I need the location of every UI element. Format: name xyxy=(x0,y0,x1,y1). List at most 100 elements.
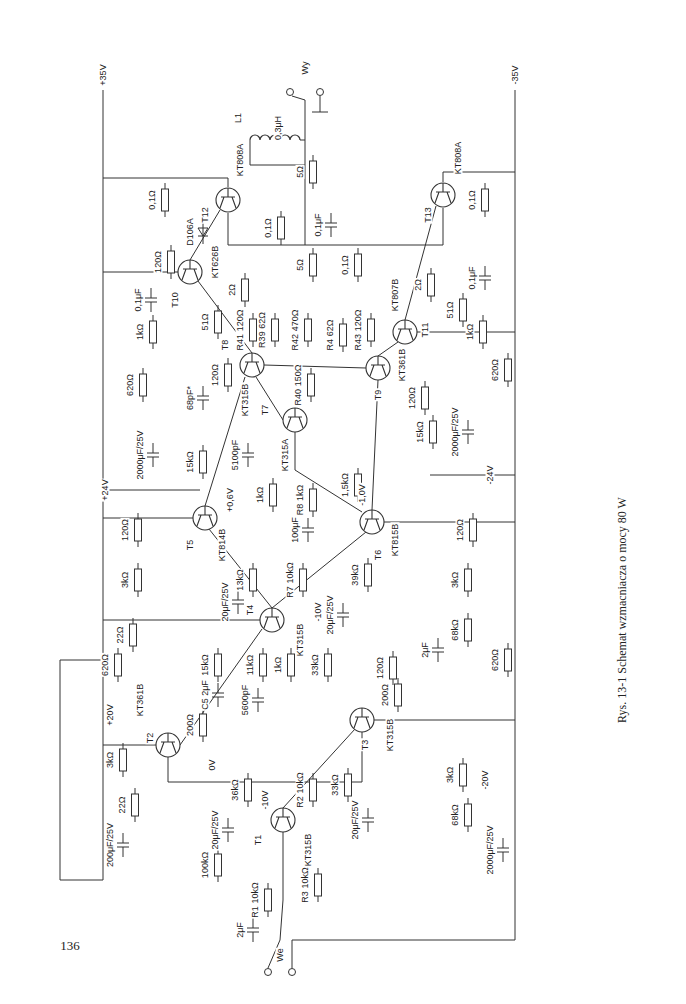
component-label: 200Ω xyxy=(186,713,195,737)
resistor-symbol xyxy=(272,313,279,347)
component-label: 120Ω xyxy=(456,518,465,542)
component-label: -10V xyxy=(314,601,323,622)
resistor-symbol xyxy=(355,248,362,282)
component-label: 33kΩ xyxy=(311,653,320,676)
component-label: KT361B xyxy=(136,683,145,718)
resistor-symbol xyxy=(430,415,437,449)
resistor-symbol xyxy=(215,305,222,339)
wire xyxy=(295,432,362,512)
wire xyxy=(60,660,103,880)
resistor-symbol xyxy=(470,513,477,547)
resistor-symbol xyxy=(505,353,512,387)
resistor-symbol xyxy=(288,648,295,682)
resistor-symbol xyxy=(460,758,467,792)
transistor-symbol xyxy=(216,188,240,212)
component-label: -10V xyxy=(261,789,270,810)
resistor-symbol xyxy=(162,183,169,217)
transistor-symbol xyxy=(271,808,295,832)
component-label: T11 xyxy=(421,322,430,339)
component-label: 22Ω xyxy=(118,796,127,815)
resistor-symbol xyxy=(310,483,317,517)
component-label: 620Ω xyxy=(126,373,135,397)
resistor-symbol xyxy=(465,563,472,597)
component-label: 15kΩ xyxy=(416,420,425,443)
component-label: KT814B xyxy=(218,528,227,563)
component-label: 2000μF/25V xyxy=(136,429,145,480)
component-label: 1,5kΩ xyxy=(341,472,350,498)
transistor-symbol xyxy=(240,353,264,377)
resistor-symbol xyxy=(482,183,489,217)
resistor-symbol xyxy=(215,648,222,682)
resistor-symbol xyxy=(368,313,375,347)
transistor-symbol xyxy=(283,408,307,432)
resistor-symbol xyxy=(395,678,402,712)
component-label: -20V xyxy=(481,769,490,790)
capacitor-symbol xyxy=(147,443,159,467)
wire xyxy=(405,206,436,320)
transistor-symbol xyxy=(156,733,180,757)
wire xyxy=(103,620,260,621)
wire xyxy=(292,880,515,968)
capacitor-symbol xyxy=(232,590,244,614)
component-label: KT361B xyxy=(398,348,407,383)
transistor-symbol xyxy=(431,183,455,207)
component-label: R3 10kΩ xyxy=(301,866,310,903)
component-label: R42 470Ω xyxy=(291,309,300,352)
component-label: T12 xyxy=(201,206,210,224)
resistor-symbol xyxy=(310,248,317,282)
resistor-symbol xyxy=(480,315,487,349)
capacitor-symbol xyxy=(479,266,491,290)
transistor-symbol xyxy=(366,356,390,380)
resistor-symbol xyxy=(150,315,157,349)
component-label: 0,1μF xyxy=(134,287,143,312)
resistor-symbol xyxy=(115,648,122,682)
component-label: 0,1Ω xyxy=(341,254,350,275)
capacitor-symbol xyxy=(497,838,509,862)
terminal xyxy=(317,89,324,96)
component-label: 2μF xyxy=(421,641,430,659)
wire xyxy=(180,629,262,745)
terminal xyxy=(265,969,272,976)
component-label: KT315B xyxy=(296,623,305,658)
component-label: -1,0V xyxy=(358,483,367,507)
resistor-symbol xyxy=(245,773,252,807)
wire xyxy=(305,208,443,245)
component-label: 120Ω xyxy=(376,656,385,680)
component-label: 2Ω xyxy=(228,283,237,297)
component-label: 100μF xyxy=(291,516,300,544)
wire xyxy=(272,532,366,608)
resistor-symbol xyxy=(325,648,332,682)
component-label: 3kΩ xyxy=(451,571,460,589)
transistor-symbol xyxy=(360,510,384,534)
component-label: +35V xyxy=(99,63,108,86)
resistor-symbol xyxy=(130,618,137,652)
wire xyxy=(103,272,178,273)
component-label: T5 xyxy=(186,539,195,552)
resistor-symbol xyxy=(270,478,277,512)
resistor-symbol xyxy=(132,788,139,822)
component-label: 20μF/25V xyxy=(351,799,360,840)
resistor-symbol xyxy=(305,313,312,347)
component-label: Wy xyxy=(301,61,310,76)
resistor-symbol xyxy=(250,563,257,597)
transistor-symbol xyxy=(178,260,202,284)
component-label: +20V xyxy=(106,703,115,726)
component-label: KT315B xyxy=(304,833,313,868)
component-label: 0,1Ω xyxy=(264,217,273,238)
component-label: 15kΩ xyxy=(201,653,210,676)
capacitor-symbol xyxy=(212,683,224,707)
component-label: KT315B xyxy=(241,383,250,418)
terminal xyxy=(287,89,294,96)
component-label: R4 62Ω xyxy=(326,319,335,352)
component-label: 0,1μF xyxy=(314,212,323,237)
capacitor-symbol xyxy=(432,638,444,662)
resistor-symbol xyxy=(242,273,249,307)
component-label: T9 xyxy=(374,389,383,402)
wire xyxy=(292,96,305,100)
component-label: 3kΩ xyxy=(121,571,130,589)
component-label: 0,1Ω xyxy=(148,189,157,210)
component-label: 0,1Ω xyxy=(468,189,477,210)
component-label: 2000μF/25V xyxy=(486,824,495,875)
capacitor-symbol xyxy=(325,213,337,237)
